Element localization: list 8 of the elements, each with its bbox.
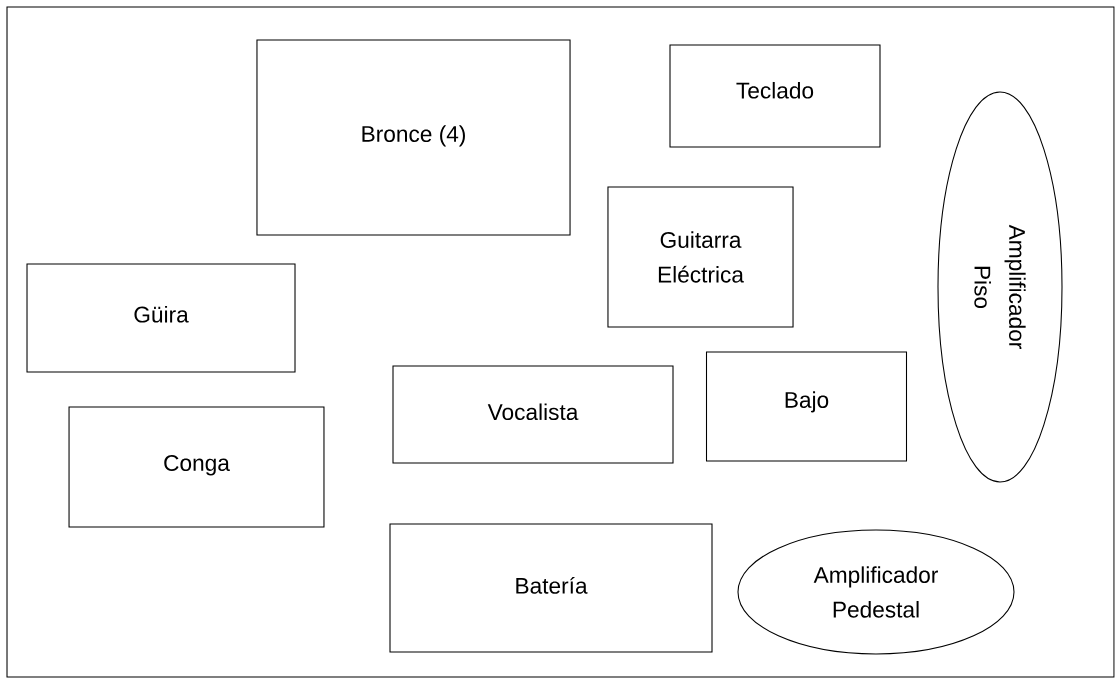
instrument-box: Bronce (4): [256, 39, 571, 236]
instrument-box: Bajo: [705, 351, 908, 462]
instrument-box: Batería: [389, 523, 713, 653]
instrument-box: Conga: [68, 406, 325, 528]
instrument-box: Vocalista: [392, 365, 674, 464]
instrument-box: Teclado: [669, 44, 881, 148]
instrument-box: Guitarra Eléctrica: [607, 186, 794, 328]
instrument-box: Güira: [26, 263, 296, 373]
